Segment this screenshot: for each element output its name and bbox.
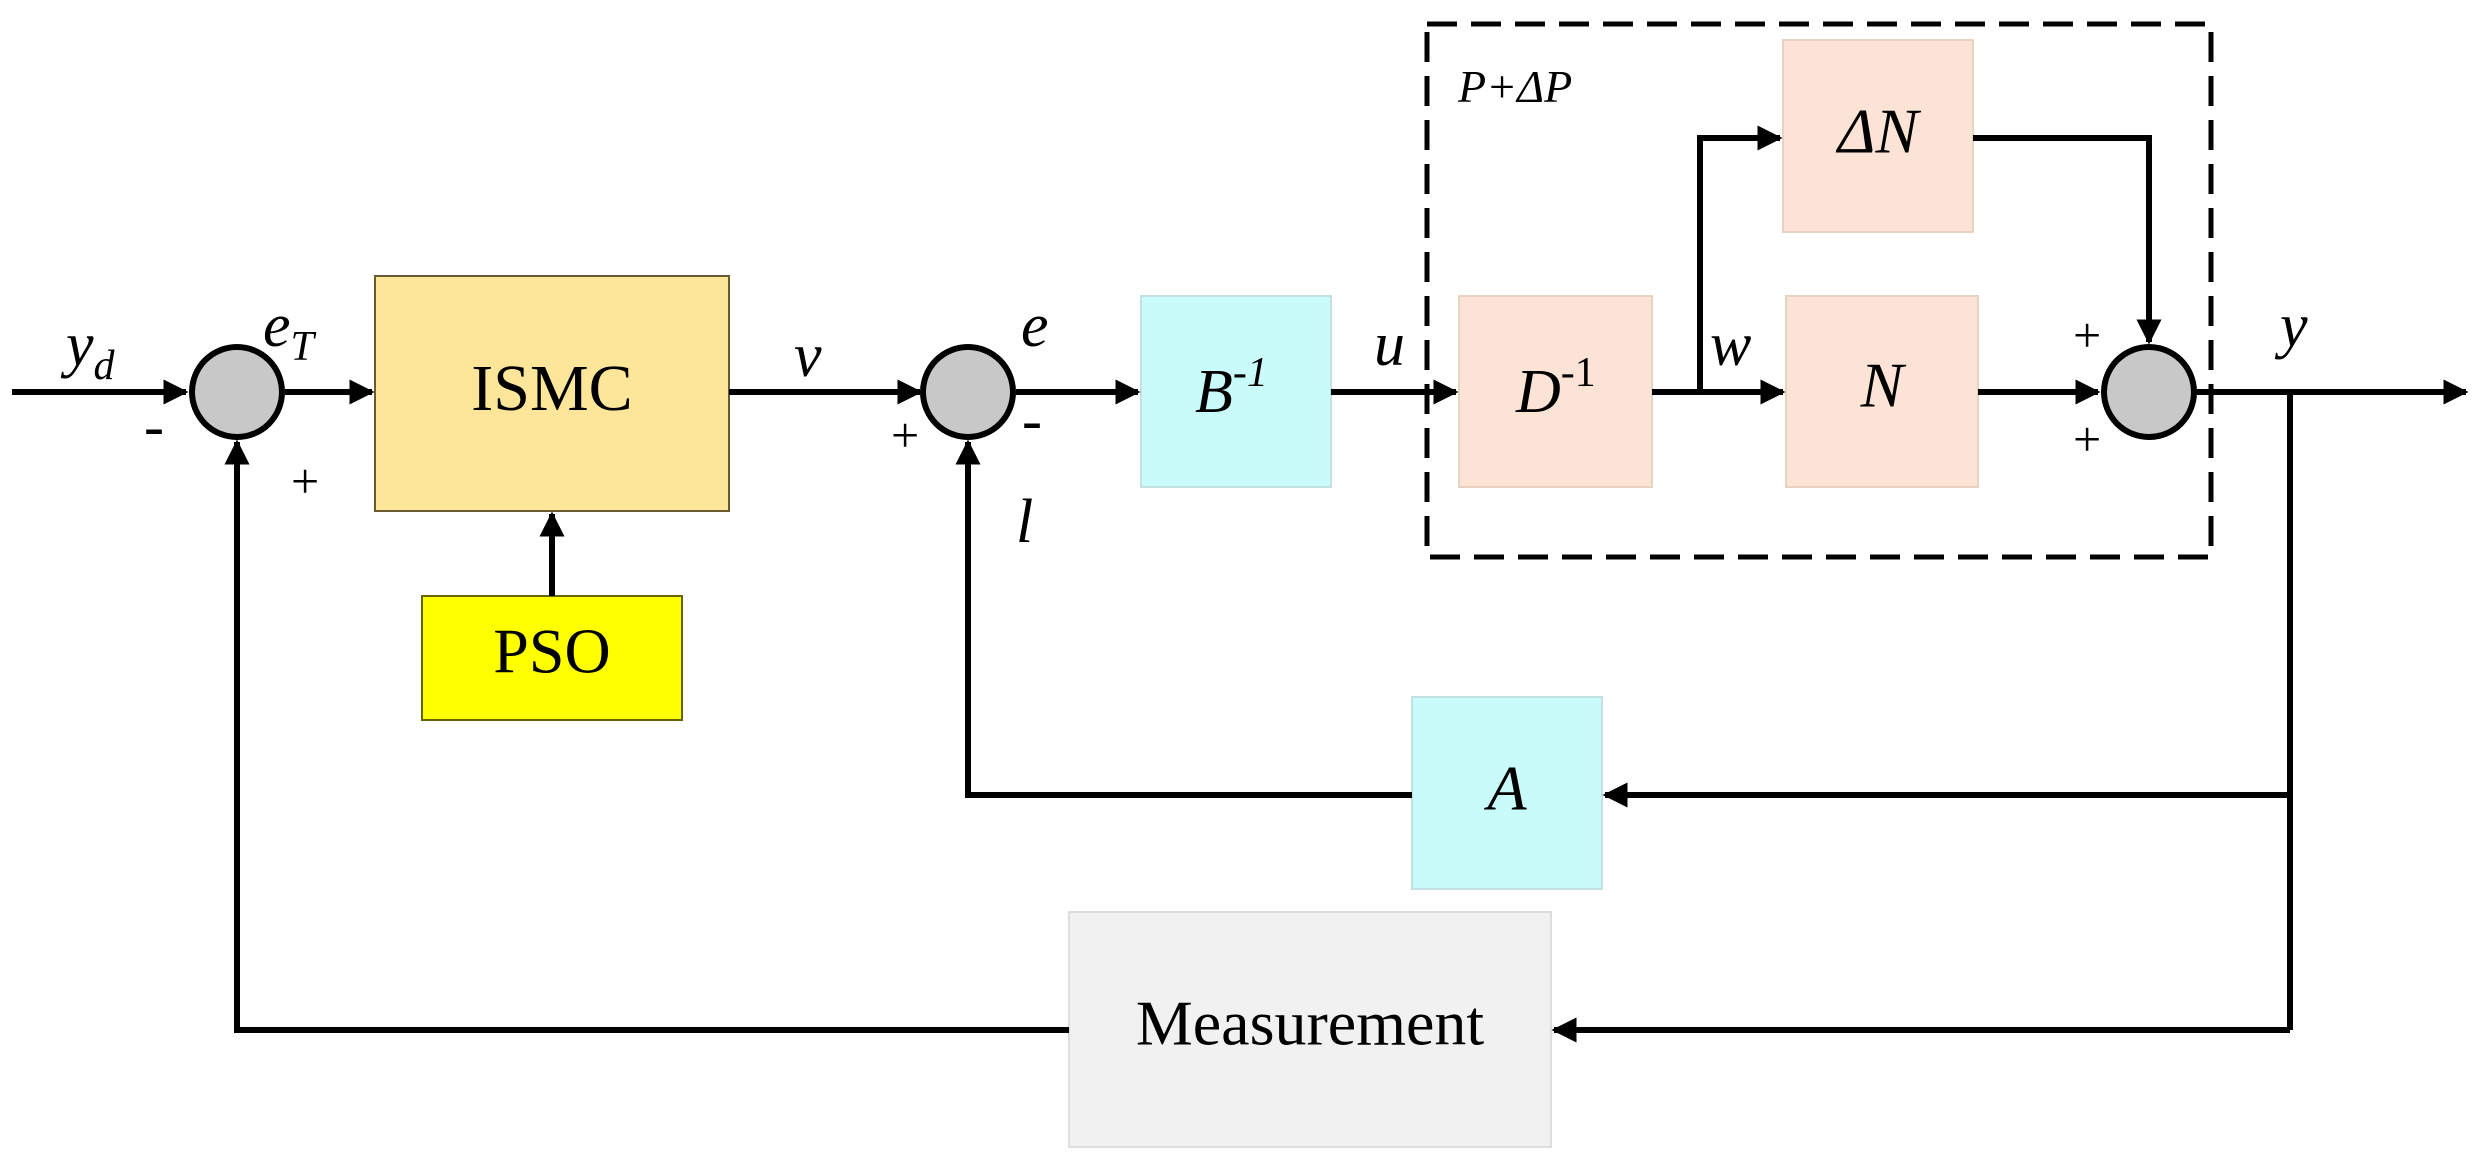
- sum1-minus-sign: -: [144, 393, 164, 459]
- d-inverse-block: [1458, 295, 1653, 488]
- b-inverse-block: [1140, 295, 1332, 488]
- measurement-label: Measurement: [1136, 988, 1485, 1059]
- u-label: u: [1374, 311, 1405, 379]
- pso-label: PSO: [493, 616, 610, 687]
- measurement-block: [1068, 911, 1552, 1148]
- yd-label: yd: [60, 311, 116, 389]
- summing-junction-1: [189, 344, 285, 440]
- e-label: e: [1021, 292, 1049, 360]
- ismc-block: [374, 275, 730, 512]
- d-inverse-label: D-1: [1515, 350, 1596, 426]
- n-label: N: [1860, 350, 1907, 421]
- l-feedback-line: [955, 439, 1412, 798]
- summing-junction-2: [920, 344, 1016, 440]
- sum2-plus-sign: +: [891, 407, 919, 463]
- v-label: v: [794, 322, 822, 390]
- summing-junction-3: [2101, 344, 2197, 440]
- pso-block: [421, 595, 683, 721]
- a-label: A: [1483, 753, 1527, 824]
- b-inverse-label: B-1: [1195, 350, 1268, 426]
- uncertain-plant-label: P+ΔP: [1457, 61, 1572, 112]
- measurement-feedback-line: [224, 439, 1069, 1033]
- et-label: eT: [263, 292, 317, 370]
- delta-n-to-sum3-line: [1973, 135, 2162, 345]
- sum3-plus-bottom-sign: +: [2073, 411, 2101, 467]
- w-label: w: [1710, 311, 1751, 379]
- l-label: l: [1016, 488, 1033, 556]
- a-block: [1411, 696, 1603, 890]
- sum2-minus-sign: -: [1022, 387, 1042, 453]
- n-block: [1785, 295, 1979, 488]
- delta-n-block: [1782, 39, 1974, 233]
- w-branch-to-delta-n: [1697, 125, 1783, 392]
- sum1-plus-sign: +: [291, 453, 319, 509]
- delta-n-label: ΔN: [1835, 96, 1922, 167]
- sum3-plus-top-sign: +: [2073, 307, 2101, 363]
- ismc-label: ISMC: [471, 352, 632, 425]
- y-label: y: [2274, 292, 2308, 360]
